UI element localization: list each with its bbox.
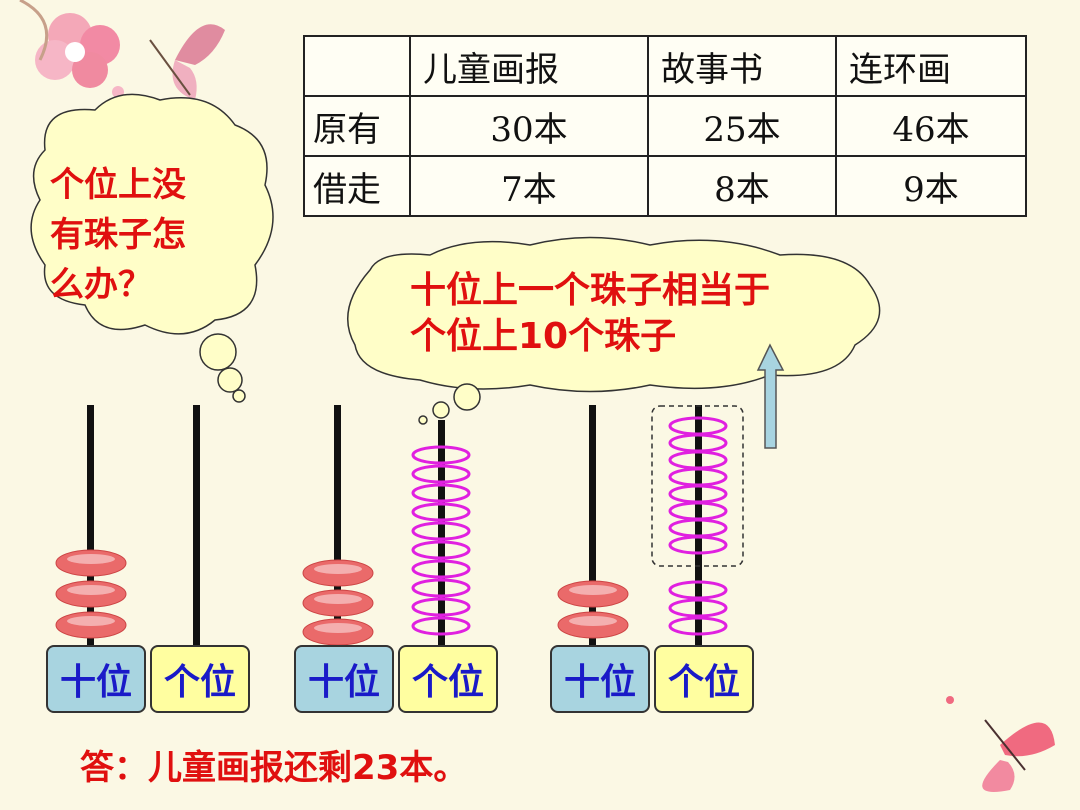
bead: [411, 445, 471, 465]
bead: [411, 559, 471, 579]
table-corner-cell: [303, 35, 411, 97]
ones-rod: [193, 405, 200, 645]
thought-bubble-right: [347, 236, 881, 425]
bead: [668, 580, 728, 600]
abacus-1: [55, 405, 200, 645]
right-bubble-line: 个位上10个珠子: [410, 316, 677, 357]
table-cell: 9本: [835, 155, 1027, 217]
ones-rod: [695, 405, 702, 645]
column-header: 故事书: [647, 35, 837, 97]
table-cell: 46本: [835, 95, 1027, 157]
answer-text: 答：儿童画报还剩23本。: [80, 748, 468, 788]
bead: [411, 540, 471, 560]
butterfly-icon: [149, 24, 225, 100]
table-cell: 25本: [647, 95, 837, 157]
column-header: 连环画: [835, 35, 1027, 97]
tens-label: 十位: [550, 645, 650, 713]
tens-rod: [334, 405, 341, 645]
flower-icon: [19, 0, 124, 98]
butterfly-icon: [946, 696, 1055, 792]
table-cell: 7本: [409, 155, 649, 217]
bead: [411, 616, 471, 636]
bead: [668, 535, 728, 555]
ones-rod: [438, 420, 445, 645]
thought-bubble-left: [30, 93, 274, 403]
tens-label: 十位: [294, 645, 394, 713]
table-row: 原有 30本 25本 46本: [303, 95, 1027, 157]
ones-label: 个位: [398, 645, 498, 713]
bead: [411, 502, 471, 522]
tens-rod: [589, 405, 596, 645]
table-cell: 8本: [647, 155, 837, 217]
ones-label: 个位: [150, 645, 250, 713]
right-bubble-text: 十位上一个珠子相当于 个位上10个珠子: [410, 268, 770, 360]
bead: [411, 578, 471, 598]
tens-label: 十位: [46, 645, 146, 713]
bead: [411, 464, 471, 484]
bead: [411, 521, 471, 541]
tens-rod: [87, 405, 94, 645]
abacus-3: [557, 405, 744, 645]
table-row: 借走 7本 8本 9本: [303, 155, 1027, 217]
row-header: 借走: [303, 155, 411, 217]
right-bubble-line: 十位上一个珠子相当于: [410, 270, 771, 311]
bead: [411, 597, 471, 617]
abacus-2: [302, 405, 471, 646]
bead: [411, 483, 471, 503]
grouped-beads-box: [651, 405, 744, 567]
column-header: 儿童画报: [409, 35, 649, 97]
ones-label: 个位: [654, 645, 754, 713]
row-header: 原有: [303, 95, 411, 157]
left-bubble-text: 个位上没 有珠子怎 么办？: [50, 160, 186, 310]
bead: [668, 616, 728, 636]
left-bubble-line: 有珠子怎: [50, 215, 186, 255]
left-bubble-line: 个位上没: [50, 165, 186, 205]
up-arrow-icon: [756, 343, 785, 449]
books-table: 儿童画报 故事书 连环画 原有 30本 25本 46本 借走 7本 8本 9本: [303, 35, 1027, 217]
table-cell: 30本: [409, 95, 649, 157]
left-bubble-line: 么办？: [50, 265, 152, 305]
bead: [668, 598, 728, 618]
table-header-row: 儿童画报 故事书 连环画: [303, 35, 1027, 97]
